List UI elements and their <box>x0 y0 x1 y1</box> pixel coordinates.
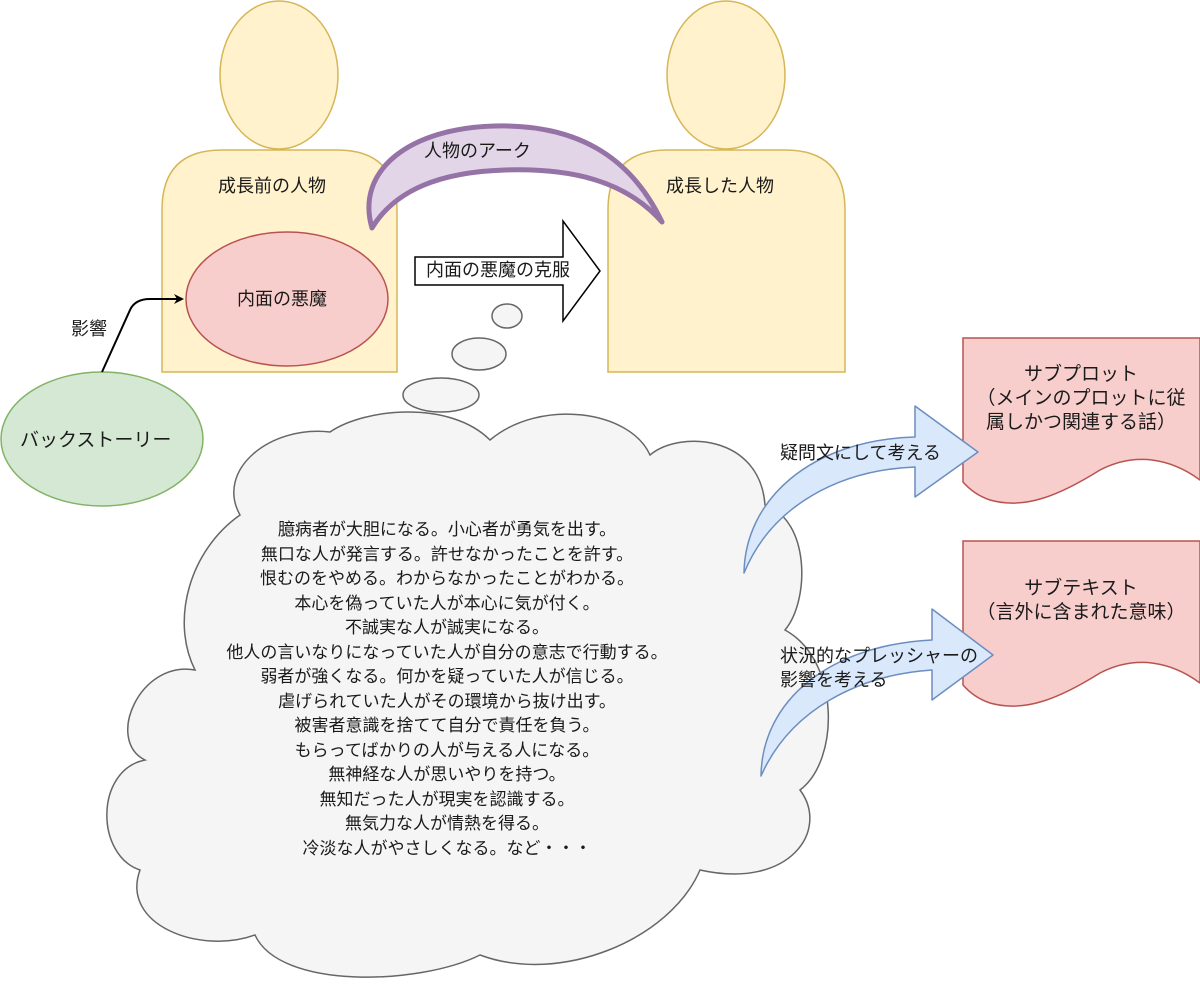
subtext-text: サブテキスト （言外に含まれた意味） <box>976 576 1185 624</box>
inner-demon-label: 内面の悪魔 <box>237 289 327 310</box>
overcome-label: 内面の悪魔の克服 <box>426 260 570 281</box>
cloud-line: 本心を偽っていた人が本心に気が付く。 <box>294 593 600 614</box>
cloud-line: 無知だった人が現実を認識する。 <box>319 789 575 810</box>
cloud-line: 無神経な人が思いやりを持つ。 <box>328 765 566 785</box>
inner-demon-shape <box>185 231 389 367</box>
question-arrow-label: 疑問文にして考える <box>780 443 941 464</box>
cloud-line: もらってばかりの人が与える人になる。 <box>294 740 600 761</box>
subplot-title: サブプロット <box>1023 363 1139 385</box>
subtext-document <box>962 540 1200 707</box>
cloud-line: 無口な人が発言する。許せなかったことを許す。 <box>260 544 634 565</box>
subplot-document <box>962 337 1200 504</box>
cloud-text: 臆病者が大胆になる。小心者が勇気を出す。 無口な人が発言する。許せなかったことを… <box>226 518 667 861</box>
cloud-line: 被害者意識を捨てて自分で責任を負う。 <box>294 716 600 736</box>
cloud-line: 冷淡な人がやさしくなる。など・・・ <box>302 838 592 859</box>
subtext-line2: （言外に含まれた意味） <box>976 601 1186 623</box>
thought-bubble-small <box>491 303 523 329</box>
cloud-line: 不誠実な人が誠実になる。 <box>345 618 549 638</box>
pressure-arrow-label-line2: 影響を考える <box>780 670 888 691</box>
influence-connector <box>101 294 184 373</box>
figure-after <box>607 0 846 373</box>
cloud-line: 恨むのをやめる。わからなかったことがわかる。 <box>260 569 634 589</box>
subplot-line2: （メインのプロットに従 <box>976 387 1186 409</box>
thought-bubble-large <box>402 377 480 413</box>
figure-after-label: 成長した人物 <box>666 176 774 197</box>
thought-bubble-medium <box>451 337 507 371</box>
pressure-arrow <box>760 608 994 777</box>
cloud-line: 無気力な人が情熱を得る。 <box>345 814 549 834</box>
figure-after-head <box>666 0 786 150</box>
cloud-line: 虐げられていた人がその環境から抜け出す。 <box>278 691 616 712</box>
figure-before-head <box>219 0 339 150</box>
figure-before-label: 成長前の人物 <box>218 176 326 197</box>
pressure-arrow-label-line1: 状況的なプレッシャーの <box>780 646 978 667</box>
subplot-text: サブプロット （メインのプロットに従 属しかつ関連する話） <box>976 362 1185 434</box>
question-arrow <box>743 405 979 574</box>
character-arc-arrow <box>366 123 665 231</box>
cloud-line: 臆病者が大胆になる。小心者が勇気を出す。 <box>277 520 617 540</box>
thought-cloud <box>106 411 830 978</box>
subtext-title: サブテキスト <box>1024 577 1138 599</box>
influence-label: 影響 <box>71 319 107 340</box>
overcome-arrow <box>414 218 601 324</box>
backstory-label: バックストーリー <box>20 429 172 451</box>
arc-label: 人物のアーク <box>424 141 531 162</box>
cloud-line: 弱者が強くなる。何かを疑っていた人が信じる。 <box>260 667 634 687</box>
cloud-line: 他人の言いなりになっていた人が自分の意志で行動する。 <box>226 642 668 663</box>
subplot-line3: 属しかつ関連する話） <box>985 411 1177 433</box>
